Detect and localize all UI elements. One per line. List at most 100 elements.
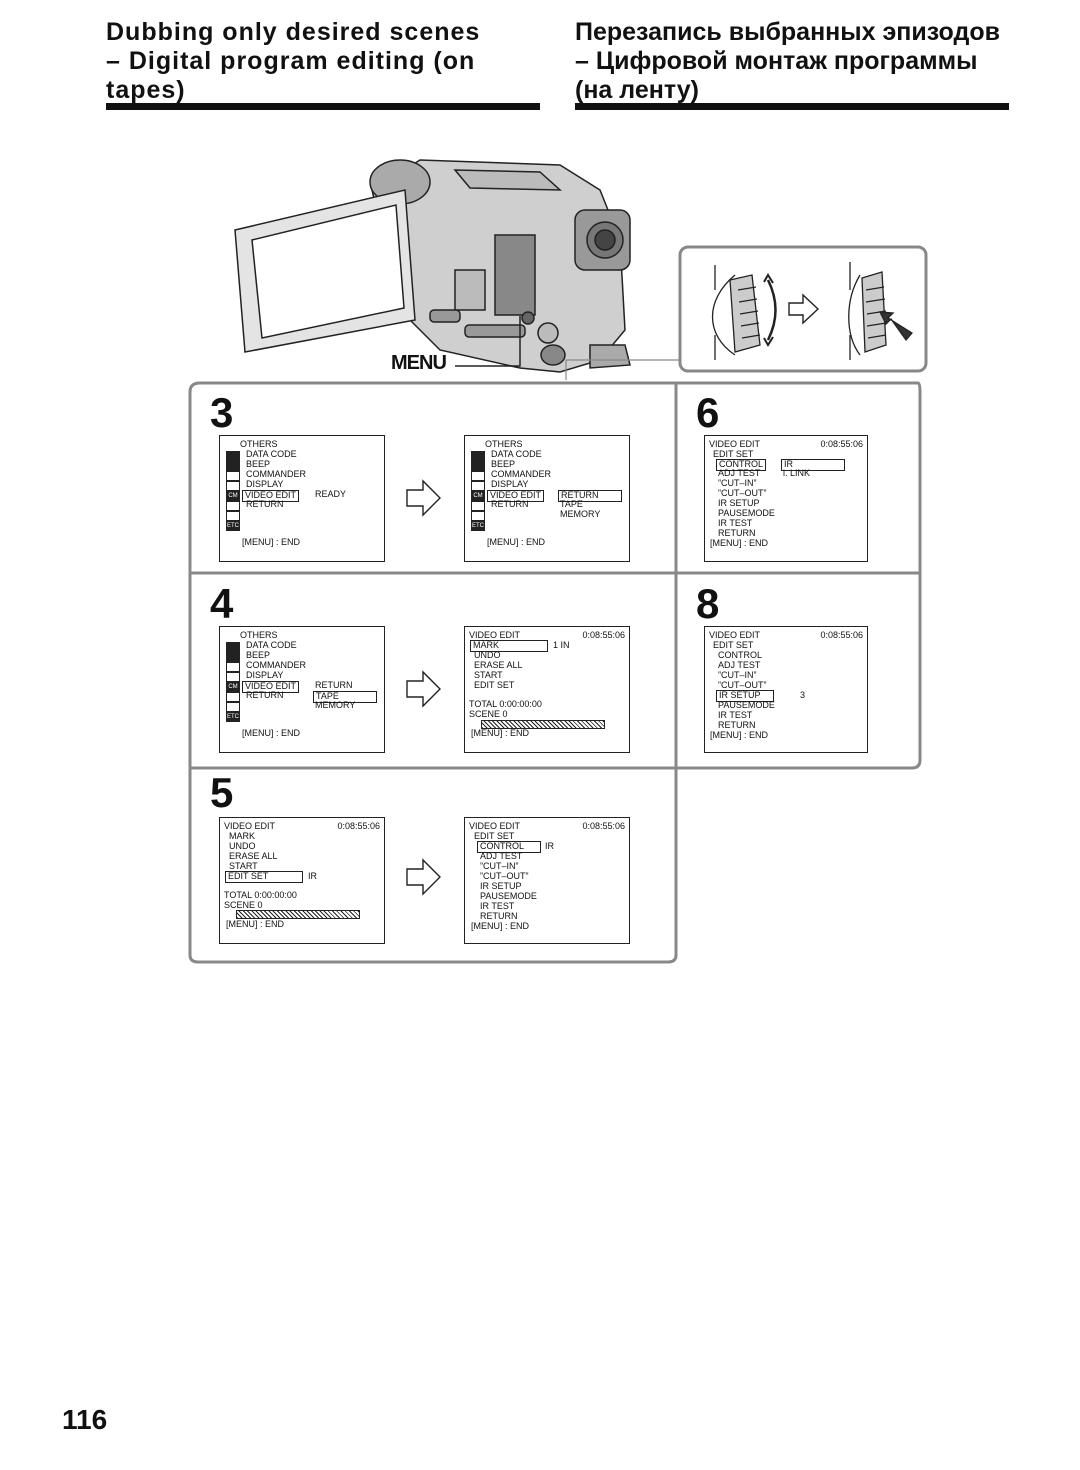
menu-footer: [MENU] : END bbox=[487, 537, 546, 547]
menu-line-selected: IR SETUP bbox=[716, 690, 774, 702]
screen-step3-b: CM ETC OTHERS DATA CODE BEEP COMMANDER D… bbox=[464, 435, 630, 562]
tape-set-icon bbox=[471, 501, 485, 511]
menu-line: DISPLAY bbox=[246, 479, 284, 489]
menu-line: IR TEST bbox=[718, 710, 753, 720]
page-number: 116 bbox=[62, 1404, 108, 1435]
title-english: Dubbing only desired scenes – Digital pr… bbox=[106, 18, 546, 105]
menu-line: ”CUT–OUT” bbox=[718, 680, 767, 690]
screen-step6: VIDEO EDIT 0:08:55:06 EDIT SET CONTROL I… bbox=[704, 435, 868, 562]
screen-step3-a: CM ETC OTHERS DATA CODE BEEP COMMANDER D… bbox=[219, 435, 385, 562]
tape-set-icon bbox=[226, 692, 240, 702]
menu-line: OTHERS bbox=[485, 439, 523, 449]
menu-title: VIDEO EDIT bbox=[469, 630, 521, 640]
menu-line: ADJ TEST bbox=[718, 468, 761, 478]
scene-line: SCENE 0 bbox=[224, 900, 263, 910]
menu-line: ”CUT–OUT” bbox=[480, 871, 529, 881]
setup-icon bbox=[226, 702, 240, 712]
camera-tape-icon bbox=[226, 642, 240, 652]
camcorder-drawing bbox=[234, 159, 631, 373]
step-number-6: 6 bbox=[696, 389, 720, 436]
menu-line: DISPLAY bbox=[491, 479, 529, 489]
menu-line: OTHERS bbox=[240, 439, 278, 449]
title-en-line-2: – Digital program editing (on bbox=[106, 47, 476, 75]
title-en-line-1: Dubbing only desired scenes bbox=[106, 18, 481, 46]
screen-step4-b: VIDEO EDIT 0:08:55:06 MARK 1 IN UNDO ERA… bbox=[464, 626, 630, 753]
menu-line: RETURN bbox=[718, 528, 756, 538]
tape-progress-bar bbox=[236, 910, 360, 919]
menu-button-label: MENU bbox=[391, 352, 447, 374]
etc-icon: ETC bbox=[226, 712, 240, 722]
menu-line: RETURN bbox=[246, 499, 284, 509]
menu-line: ADJ TEST bbox=[480, 851, 523, 861]
menu-line: IR TEST bbox=[480, 901, 515, 911]
menu-line-selected: VIDEO EDIT bbox=[487, 490, 545, 502]
menu-line: ERASE ALL bbox=[229, 851, 278, 861]
menu-line: RETURN bbox=[718, 720, 756, 730]
menu-line: ”CUT–IN” bbox=[718, 478, 757, 488]
menu-line: COMMANDER bbox=[246, 469, 306, 479]
tape-progress-bar bbox=[481, 720, 605, 729]
time-code: 0:08:55:06 bbox=[820, 439, 863, 449]
menu-line: DATA CODE bbox=[491, 449, 542, 459]
menu-line: IR SETUP bbox=[480, 881, 522, 891]
menu-leader-line bbox=[455, 316, 521, 367]
menu-line: UNDO bbox=[229, 841, 256, 851]
title-ru-line-1: Перезапись выбранных эпизодов bbox=[575, 18, 1000, 46]
menu-line: ”CUT–IN” bbox=[480, 861, 519, 871]
menu-footer: [MENU] : END bbox=[226, 919, 285, 929]
arrow-step3 bbox=[406, 479, 441, 517]
menu-value: i. LINK bbox=[783, 468, 811, 478]
step-number-5: 5 bbox=[210, 769, 234, 816]
tape-set-icon bbox=[226, 501, 240, 511]
menu-value: TAPE bbox=[560, 499, 583, 509]
title-rule-left bbox=[106, 103, 540, 110]
camcorder-illustration bbox=[188, 159, 928, 964]
total-line: TOTAL 0:00:00:00 bbox=[224, 890, 297, 900]
menu-line: RETURN bbox=[480, 911, 518, 921]
menu-line: COMMANDER bbox=[491, 469, 551, 479]
lcd-set-icon bbox=[226, 481, 240, 491]
menu-line: PAUSEMODE bbox=[718, 700, 775, 710]
camera-set-icon bbox=[226, 652, 240, 662]
menu-line: EDIT SET bbox=[713, 640, 754, 650]
menu-line: OTHERS bbox=[240, 630, 278, 640]
screen-step8: VIDEO EDIT 0:08:55:06 EDIT SET CONTROL A… bbox=[704, 626, 868, 753]
step-number-3: 3 bbox=[210, 389, 234, 436]
menu-value: IR bbox=[308, 871, 317, 881]
menu-line: ”CUT–IN” bbox=[718, 670, 757, 680]
menu-line-selected: VIDEO EDIT bbox=[242, 490, 300, 502]
menu-line-selected: MARK bbox=[470, 640, 548, 652]
menu-line: BEEP bbox=[246, 650, 271, 660]
menu-line: COMMANDER bbox=[246, 660, 306, 670]
menu-line-selected: CONTROL bbox=[477, 841, 541, 853]
step-number-4: 4 bbox=[210, 580, 234, 627]
menu-line-selected: EDIT SET bbox=[225, 871, 303, 883]
menu-line: DATA CODE bbox=[246, 640, 297, 650]
arrow-step4 bbox=[406, 670, 441, 708]
menu-footer: [MENU] : END bbox=[471, 728, 530, 738]
menu-footer: [MENU] : END bbox=[710, 730, 769, 740]
menu-line: IR SETUP bbox=[718, 498, 760, 508]
time-code: 0:08:55:06 bbox=[582, 630, 625, 640]
menu-line: RETURN bbox=[491, 499, 529, 509]
vcr-set-icon bbox=[226, 471, 240, 481]
menu-line: MARK bbox=[229, 831, 256, 841]
menu-value: IR bbox=[545, 841, 554, 851]
menu-line: RETURN bbox=[246, 690, 284, 700]
menu-title: VIDEO EDIT bbox=[224, 821, 276, 831]
etc-icon: ETC bbox=[471, 521, 485, 531]
menu-line: DATA CODE bbox=[246, 449, 297, 459]
menu-line: BEEP bbox=[491, 459, 516, 469]
control-dial-press bbox=[848, 262, 913, 360]
menu-value-selected: RETURN bbox=[558, 490, 622, 502]
menu-line: UNDO bbox=[474, 650, 501, 660]
menu-title: VIDEO EDIT bbox=[709, 630, 761, 640]
menu-footer: [MENU] : END bbox=[242, 728, 301, 738]
menu-line: CONTROL bbox=[718, 650, 763, 660]
menu-value: MEMORY bbox=[315, 700, 356, 710]
menu-line: ”CUT–OUT” bbox=[718, 488, 767, 498]
menu-line: IR TEST bbox=[718, 518, 753, 528]
screen-step4-a: CM ETC OTHERS DATA CODE BEEP COMMANDER D… bbox=[219, 626, 385, 753]
menu-footer: [MENU] : END bbox=[471, 921, 530, 931]
title-ru-line-2: – Цифровой монтаж программы bbox=[575, 47, 978, 75]
